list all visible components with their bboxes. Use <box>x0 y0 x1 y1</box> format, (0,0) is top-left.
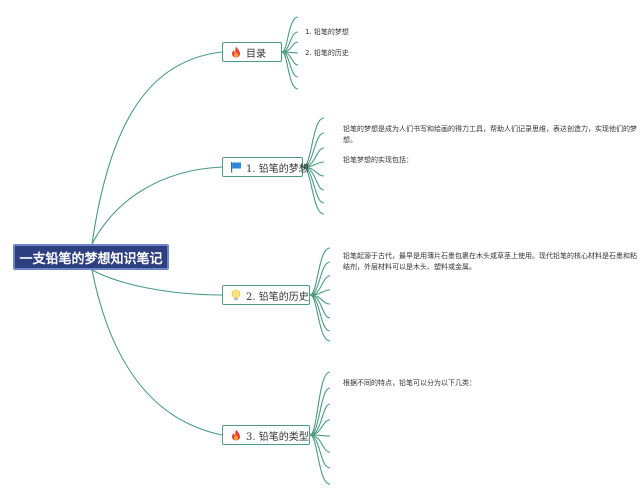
branch-pencil-history[interactable]: 2. 铅笔的历史 <box>222 285 310 305</box>
fire-icon <box>230 429 242 441</box>
branch-pencil-types-label: 3. 铅笔的类型 <box>246 431 309 443</box>
toc-item[interactable]: 2. 铅笔的历史 <box>305 49 349 57</box>
branch-pencil-dream[interactable]: 1. 铅笔的梦想 <box>222 157 309 177</box>
root-topic[interactable]: 一支铅笔的梦想知识笔记 <box>13 244 169 270</box>
root-title: 一支铅笔的梦想知识笔记 <box>19 251 163 267</box>
branch-toc[interactable]: 目录 <box>222 42 282 62</box>
history-paragraph: 铅笔起源于古代，最早是用薄片石墨包裹在木头或草茎上使用。现代铅笔的核心材料是石墨… <box>343 252 637 271</box>
types-paragraph: 根据不同的特点，铅笔可以分为以下几类： <box>343 379 476 387</box>
branch-pencil-history-label: 2. 铅笔的历史 <box>246 291 309 303</box>
branch-toc-label: 目录 <box>246 48 266 60</box>
flag-icon <box>230 161 242 173</box>
branch-pencil-dream-label: 1. 铅笔的梦想 <box>246 163 309 175</box>
fire-icon <box>230 46 242 58</box>
toc-item[interactable]: 1. 铅笔的梦想 <box>305 28 349 36</box>
dream-paragraph: 铅笔的梦想是成为人们书写和绘画的得力工具，帮助人们记录思维，表达创造力，实现他们… <box>343 125 637 144</box>
branch-pencil-types[interactable]: 3. 铅笔的类型 <box>222 425 310 445</box>
lightbulb-icon <box>230 289 242 301</box>
dream-paragraph: 铅笔梦想的实现包括： <box>343 156 413 164</box>
